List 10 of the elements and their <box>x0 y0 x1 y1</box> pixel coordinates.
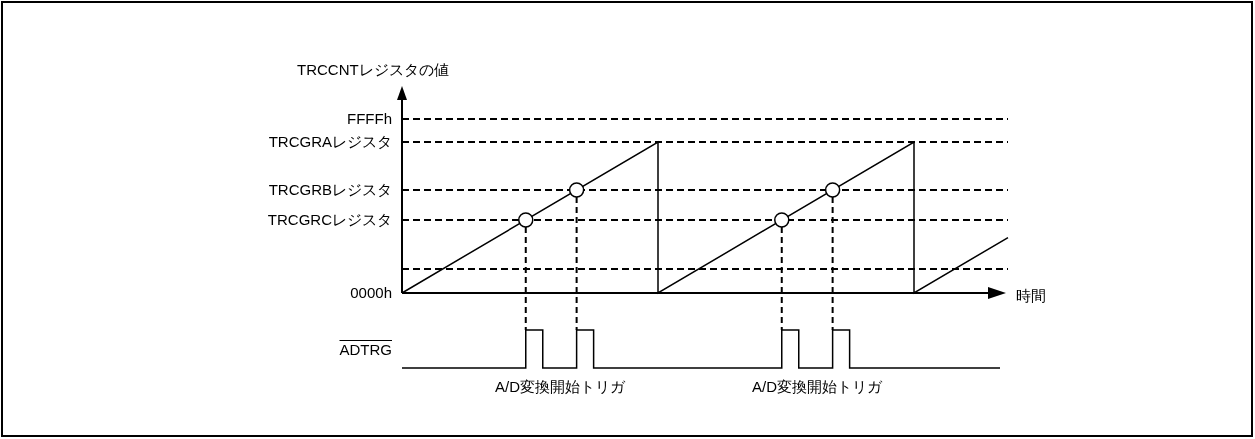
axis-value-label: 0000h <box>350 284 392 302</box>
axis-title: 時間 <box>1016 287 1046 305</box>
register-label: TRCGRBレジスタ <box>268 181 392 199</box>
trigger-label: A/D変換開始トリガ <box>495 378 625 396</box>
register-label: TRCGRCレジスタ <box>267 211 392 229</box>
trigger-label: A/D変換開始トリガ <box>752 378 882 396</box>
register-label: TRCGRAレジスタ <box>268 133 392 151</box>
axis-value-label: FFFFh <box>347 110 392 128</box>
signal-name: ADTRG <box>339 341 392 359</box>
axis-title: TRCCNTレジスタの値 <box>297 61 449 79</box>
